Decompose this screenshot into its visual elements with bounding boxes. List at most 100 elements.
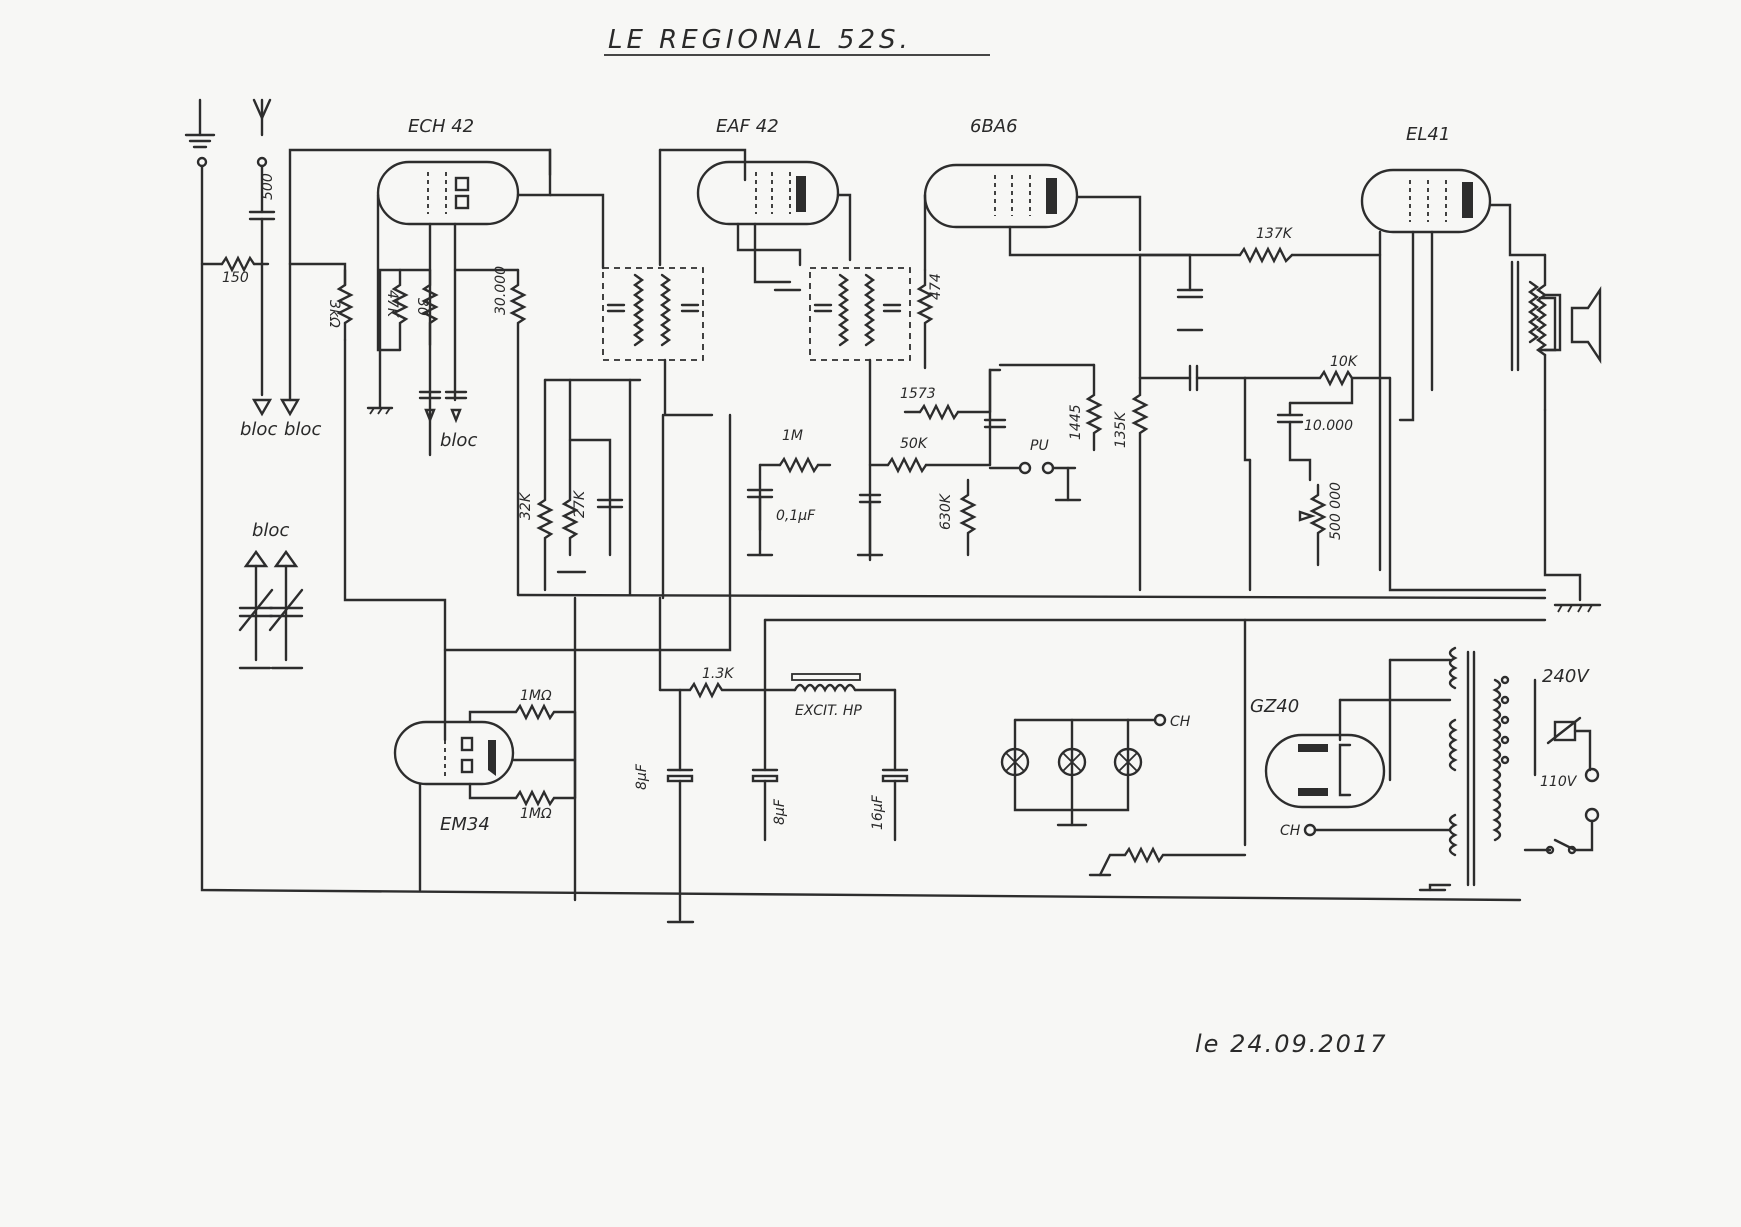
label-r-150: 150 — [222, 270, 249, 286]
label-eaf42: EAF 42 — [716, 116, 779, 137]
r27k-branch-wire — [568, 438, 612, 557]
capacitor-6ba6-grid — [983, 418, 1007, 429]
label-r-1445: 1445 — [1068, 404, 1084, 440]
label-el41: EL41 — [1406, 124, 1450, 145]
label-ech42: ECH 42 — [408, 116, 474, 137]
pilot-lamps: CH — [1000, 713, 1191, 827]
label-v110: 110V — [1540, 774, 1578, 790]
voltage-selector: 240V 110V — [1533, 666, 1600, 790]
el41-anode-wire — [1488, 203, 1547, 257]
ground-symbol-ech42 — [366, 406, 394, 415]
tone-feed-wire — [1243, 376, 1252, 462]
resistor-474: 474 — [916, 268, 944, 370]
label-r-27k: 27K — [572, 489, 588, 518]
ground-bus — [200, 164, 1522, 902]
resistor-1m: 1M — [758, 428, 832, 474]
tube-gz40: GZ40 — [1250, 696, 1386, 809]
label-c-8uf-a: 8µF — [634, 763, 650, 790]
label-em34: EM34 — [440, 814, 490, 835]
resistor-32k: 32K — [518, 378, 554, 592]
schematic-date: le 24.09.2017 — [1195, 1030, 1387, 1058]
lamp-icon — [1000, 747, 1030, 777]
label-r-137k: 137K — [1256, 226, 1294, 242]
label-r-135k: 135K — [1113, 410, 1129, 448]
label-c-10000: 10.000 — [1304, 418, 1353, 434]
em34-ht-wire — [443, 413, 732, 652]
if-transformer-1 — [602, 267, 704, 361]
resistor-10k: 10K — [1243, 354, 1392, 387]
excitation-coil: EXCIT. HP — [763, 673, 897, 719]
tube-em34: EM34 — [393, 720, 515, 835]
variable-capacitor-bloc: bloc — [238, 520, 304, 670]
resistor-power — [1088, 846, 1247, 877]
el41-cathode-wire — [1398, 230, 1415, 422]
resistor-137k: 137K — [1138, 226, 1382, 264]
el41-bias-wire — [1388, 376, 1547, 592]
if1-return-wire — [663, 358, 714, 417]
tube-6ba6: 6BA6 — [923, 116, 1079, 229]
resistor-47k: 47K — [384, 268, 409, 352]
label-v240: 240V — [1542, 666, 1590, 687]
resistor-3k: 3kΩ — [326, 268, 354, 342]
resistor-1mohm-b: 1MΩ — [468, 782, 577, 822]
capacitor-8uf-b: 8µF — [751, 768, 788, 825]
ht-bus-top — [516, 593, 1547, 600]
mains-terminal-icon — [1584, 807, 1600, 823]
label-r-50k: 50K — [900, 436, 929, 452]
label-r-47k: 47K — [384, 290, 400, 319]
capacitor-0-1uf: 0,1µF — [746, 488, 816, 524]
ech42-grid-wire — [376, 193, 402, 352]
ech42-anode-wire — [516, 148, 552, 197]
label-c-500: 500 — [260, 173, 276, 200]
ch-terminal: CH — [1280, 823, 1452, 839]
potentiometer-630k: 630K — [938, 478, 977, 557]
label-bloc-a: bloc — [240, 419, 277, 440]
tube-eaf42: EAF 42 — [696, 116, 840, 226]
ground-ref-wire — [378, 268, 432, 410]
eaf42-cathode-wire — [736, 222, 802, 267]
label-c-8uf-b: 8µF — [772, 798, 788, 825]
if-transformer-2 — [809, 267, 911, 361]
capacitor-27k — [596, 498, 624, 509]
label-gz40: GZ40 — [1250, 696, 1299, 717]
label-pu: PU — [1030, 438, 1049, 454]
label-r-3k: 3kΩ — [326, 300, 342, 328]
tube-ech42: ECH 42 — [376, 116, 520, 226]
eaf42-top-wire — [658, 148, 747, 182]
schematic-title: LE REGIONAL 52S. — [608, 25, 912, 55]
bloc-arrows-left: bloc bloc — [240, 262, 321, 440]
resistor-150: 150 — [200, 255, 270, 286]
label-excit: EXCIT. HP — [795, 703, 862, 719]
power-switch — [1523, 807, 1600, 855]
r1573-wire — [988, 368, 1002, 414]
mains-terminal-icon — [1584, 767, 1600, 783]
if1-primary-wire — [548, 193, 605, 270]
resistor-1445: 1445 — [1068, 363, 1103, 452]
antenna-capacitor: 500 — [248, 164, 276, 221]
label-r-10k: 10K — [1330, 354, 1359, 370]
resistor-50k: 50K — [868, 436, 992, 474]
label-r-1573: 1573 — [900, 386, 936, 402]
resistor-27k: 27K — [561, 378, 588, 557]
capacitor-8uf-a: 8µF — [634, 688, 694, 790]
label-c-16uf: 16µF — [870, 794, 886, 830]
speaker-icon — [1538, 286, 1602, 364]
label-r-30: 30 — [414, 298, 430, 316]
label-r-1mohm-a: 1MΩ — [520, 688, 552, 704]
c10000-bottom-wire — [1288, 420, 1312, 482]
label-bloc-d: bloc — [252, 520, 289, 541]
eaf42-anode-wire — [836, 193, 852, 262]
resistor-30: 30 — [414, 268, 439, 347]
label-bloc-c: bloc — [440, 430, 477, 451]
label-r-474: 474 — [928, 273, 944, 300]
label-r-1m: 1M — [782, 428, 803, 444]
resistor-1mohm-a: 1MΩ — [468, 688, 577, 724]
capacitor-16uf: 16µF — [870, 768, 909, 830]
lamp-icon — [1057, 747, 1087, 777]
capacitor-bloc-ech42: bloc — [418, 390, 477, 451]
label-r-630k: 630K — [938, 492, 954, 530]
ant-feed-wire — [288, 148, 552, 266]
speaker-ground-wire — [1543, 408, 1582, 602]
